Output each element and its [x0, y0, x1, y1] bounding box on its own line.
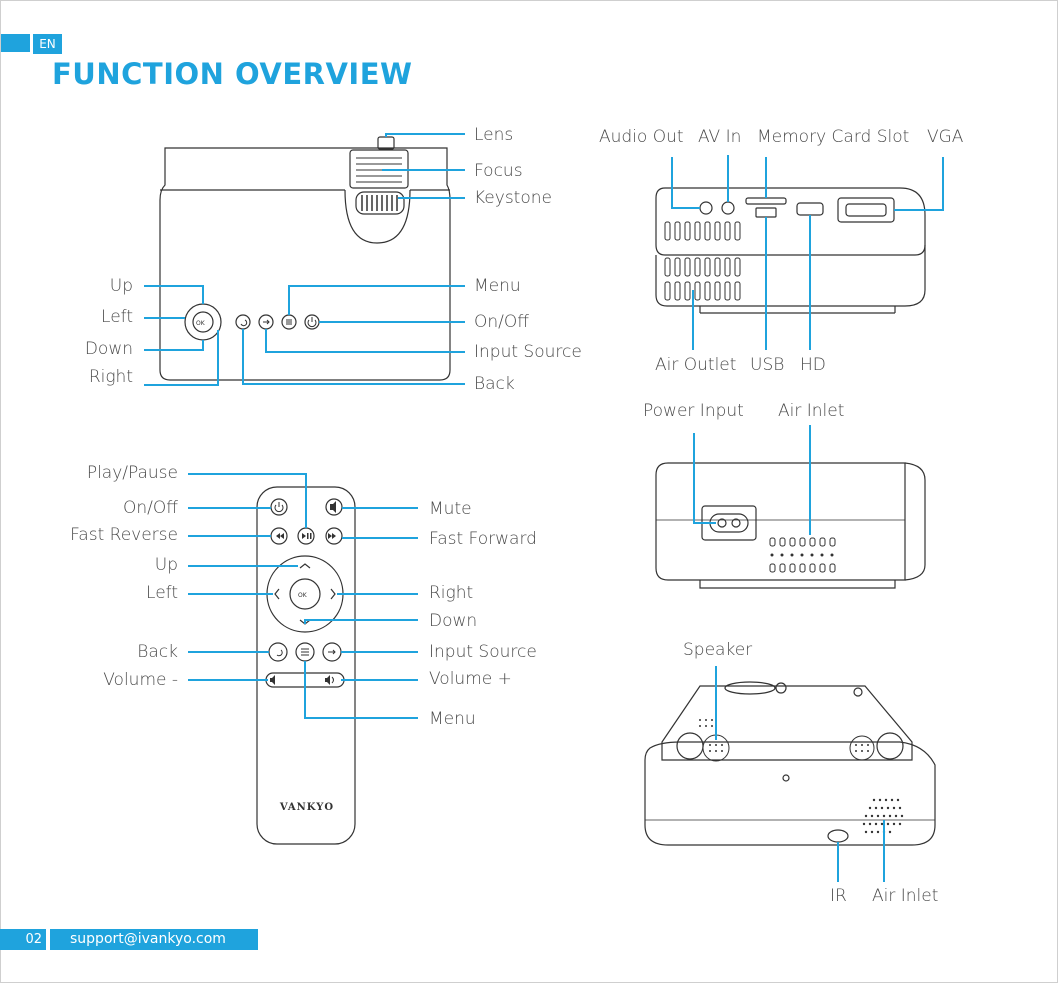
label-down: Down — [84, 339, 133, 359]
foot-right — [876, 732, 904, 760]
projector-bottom-body — [644, 741, 936, 846]
ok-label-top: OK — [196, 320, 206, 327]
label-focus: Focus — [474, 161, 523, 181]
projector-rear-callouts — [671, 155, 944, 350]
play-pause-icon — [302, 533, 306, 539]
label-remote-input-source: Input Source — [429, 642, 537, 662]
label-volume-minus: Volume - — [103, 670, 178, 690]
foot-left — [676, 732, 704, 760]
label-audio-out: Audio Out — [599, 127, 684, 147]
label-mute: Mute — [429, 499, 472, 519]
label-air-inlet-bottom: Air Inlet — [872, 886, 939, 906]
projector-side-body — [655, 462, 906, 581]
label-remote-up: Up — [154, 555, 178, 575]
remote-up-arrow-icon — [299, 563, 311, 569]
remote-brand-logo: VANKYO — [279, 802, 335, 813]
hd-port-icon — [796, 202, 824, 216]
volume-minus-icon — [270, 675, 275, 685]
back-button-icon — [235, 314, 251, 330]
projector-top-body — [159, 147, 451, 381]
page-number-text: 02 — [25, 932, 42, 947]
fast-forward-icon — [328, 533, 336, 539]
usb-port-icon — [755, 207, 777, 218]
label-remote-menu: Menu — [429, 709, 476, 729]
remote-fast-forward-button — [325, 527, 343, 545]
label-fast-reverse: Fast Reverse — [70, 525, 178, 545]
audio-out-port-icon — [699, 201, 713, 215]
projector-top-callouts — [144, 133, 465, 386]
ok-button-top — [192, 311, 214, 333]
label-speaker: Speaker — [683, 640, 753, 660]
label-remote-down: Down — [429, 611, 478, 631]
remote-glyphs — [270, 501, 336, 685]
projector-rear-illustration — [655, 187, 926, 314]
memory-card-slot-icon — [745, 197, 787, 205]
label-back: Back — [474, 374, 515, 394]
label-left: Left — [101, 307, 133, 327]
volume-plus-icon — [325, 675, 330, 685]
projector-side-illustration — [655, 462, 926, 589]
label-remote-left: Left — [146, 583, 178, 603]
label-play-pause: Play/Pause — [86, 463, 178, 483]
remote-right-arrow-icon — [330, 588, 336, 600]
label-memory-card-slot: Memory Card Slot — [757, 127, 910, 147]
page-title: FUNCTION OVERVIEW — [52, 57, 413, 91]
label-remote-back: Back — [137, 642, 178, 662]
label-keystone: Keystone — [474, 188, 552, 208]
keystone-wheel-icon — [355, 191, 405, 215]
remote-callouts — [188, 473, 418, 719]
fast-reverse-icon — [276, 533, 284, 539]
label-air-inlet-side: Air Inlet — [778, 401, 845, 421]
av-in-port-icon — [721, 201, 735, 215]
remote-left-arrow-icon — [274, 588, 280, 600]
language-badge: EN — [33, 34, 62, 54]
projector-bottom-callouts — [715, 666, 885, 882]
label-onoff: On/Off — [474, 312, 529, 332]
label-volume-plus: Volume + — [429, 669, 512, 689]
language-tab — [0, 34, 30, 52]
speaker-grille-icon — [702, 734, 875, 762]
label-av-in: AV In — [698, 127, 742, 147]
label-input-source: Input Source — [474, 342, 582, 362]
support-email[interactable]: support@ivankyo.com — [50, 929, 258, 950]
remote-ok-label: OK — [298, 592, 308, 599]
label-up: Up — [109, 276, 133, 296]
projector-rear-body — [655, 187, 926, 256]
remote-ok-button — [289, 578, 321, 610]
label-ir: IR — [830, 886, 847, 906]
label-hd: HD — [800, 355, 826, 375]
label-fast-forward: Fast Forward — [429, 529, 537, 549]
remote-back-button — [268, 642, 288, 662]
label-power-input: Power Input — [643, 401, 744, 421]
label-vga: VGA — [927, 127, 964, 147]
lens-icon — [377, 136, 395, 150]
label-remote-onoff: On/Off — [123, 498, 178, 518]
label-usb: USB — [750, 355, 785, 375]
mute-icon — [330, 501, 336, 513]
projector-bottom-illustration — [644, 681, 936, 846]
ir-window — [827, 829, 849, 843]
projector-side-callouts — [693, 425, 811, 535]
label-menu: Menu — [474, 276, 521, 296]
label-right: Right — [88, 367, 133, 387]
label-remote-right: Right — [429, 583, 474, 603]
label-air-outlet: Air Outlet — [655, 355, 737, 375]
page-number: 02 — [0, 929, 46, 950]
label-lens: Lens — [474, 125, 514, 145]
